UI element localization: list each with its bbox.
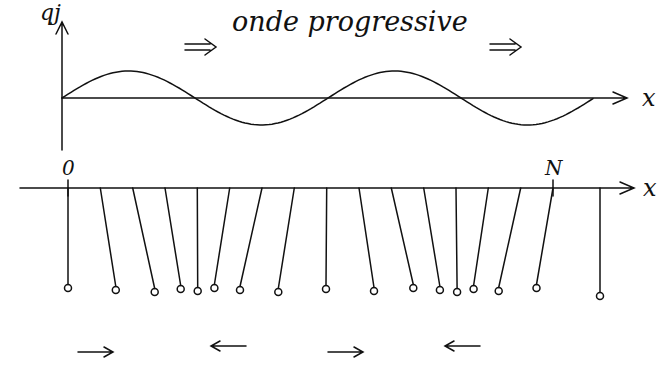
wave-title: onde progressive — [232, 8, 468, 35]
pendulum-bob — [495, 288, 502, 295]
axis-label: qj — [40, 2, 61, 24]
pendulum-bob — [323, 286, 330, 293]
motion-arrow — [445, 341, 480, 351]
pendulum-bob — [177, 286, 184, 293]
pendulum-bob — [112, 287, 119, 294]
pendulum-bob — [151, 289, 158, 296]
axis-label: x — [643, 176, 657, 200]
pendulum-arm — [456, 188, 457, 289]
pendulum-arm — [599, 188, 601, 292]
pendulum-bob — [597, 293, 604, 300]
pendulum-bob — [410, 285, 417, 292]
pendulum-arm — [537, 188, 554, 285]
pendulum-bob — [275, 289, 282, 296]
axis-tick — [68, 180, 553, 196]
direction-arrow — [185, 39, 216, 55]
pendulum-arm — [133, 188, 155, 289]
pendulum-arm — [197, 188, 199, 288]
axis-label: x — [642, 86, 656, 110]
pendulum-bob — [436, 287, 443, 294]
pendulum-bob — [211, 285, 218, 292]
sine-wave — [62, 71, 593, 125]
pendulum-bob — [533, 285, 540, 292]
pendulum-arm — [278, 188, 294, 289]
pendulum-bob — [371, 288, 378, 295]
pendulum-bob — [470, 286, 477, 293]
position-label: 0 — [62, 158, 75, 178]
motion-arrow — [211, 341, 246, 351]
motion-arrow — [328, 347, 363, 357]
pendulum-arm — [214, 188, 229, 285]
horizontal-axis — [62, 92, 627, 104]
pendulum-arm — [100, 188, 116, 287]
pendulum-bob — [237, 287, 244, 294]
vertical-axis — [56, 22, 68, 150]
direction-arrow — [490, 39, 521, 55]
pendulum-arm — [165, 188, 181, 286]
pendulum-arm — [67, 188, 69, 285]
pendulum-arm — [240, 188, 262, 287]
pendulum-bob — [194, 288, 201, 295]
motion-arrow — [78, 347, 113, 357]
pendulum-arm — [474, 188, 489, 286]
pendulum-arm — [424, 188, 440, 287]
position-label: N — [545, 158, 563, 178]
pendulum-bob — [454, 289, 461, 296]
pendulum-arm — [499, 188, 521, 288]
pendulum-arm — [359, 188, 374, 288]
pendulum-bob — [65, 285, 72, 292]
pendulum-arm — [391, 188, 413, 285]
pendulum-arm — [325, 188, 327, 286]
